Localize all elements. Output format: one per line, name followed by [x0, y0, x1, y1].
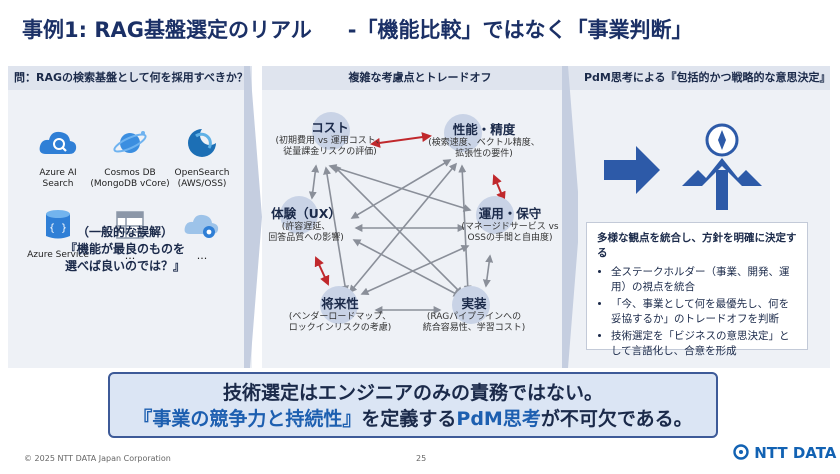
summary-item: 「今、事業として何を最優先し、何を妥協するか」のトレードオフを判断 [611, 297, 797, 327]
conclusion-banner: 技術選定はエンジニアのみの責務ではない。 『事業の競争力と持続性』を定義するPd… [108, 372, 718, 438]
node-ops: 運用・保守 (マネージドサービス vs OSSの手間と自由度) [446, 206, 574, 244]
ntt-logo-icon [733, 444, 749, 460]
misconception-title: （一般的な誤解） [76, 225, 173, 239]
node-subtitle: (初期費用 vs 運用コスト、 従量課金リスクの評価) [275, 136, 385, 157]
cloud-gear-icon [184, 214, 219, 238]
service-more-2: ... [162, 208, 242, 261]
node-impl-circle [452, 286, 490, 324]
service-label: Cosmos DB (MongoDB vCore) [90, 168, 170, 189]
person-crossroads-icon [682, 158, 762, 186]
node-subtitle: (ベンダーロードマップ、 ロックインリスクの考慮) [288, 312, 392, 333]
link-cost-perf [370, 132, 432, 148]
node-future: 将来性 (ベンダーロードマップ、 ロックインリスクの考慮) [276, 296, 404, 334]
page-number: 25 [416, 454, 427, 463]
node-future-circle [320, 286, 358, 324]
decision-direction-icon [604, 123, 762, 210]
node-title: 実装 [461, 296, 487, 311]
node-cost-circle [312, 112, 350, 150]
summary-item: 全ステークホルダー（事業、開発、運用）の視点を統合 [611, 265, 797, 295]
banner-line2: 『事業の競争力と持続性』を定義するPdM思考が不可欠である。 [110, 406, 716, 432]
middle-panel-header: 複雑な考慮点とトレードオフ [262, 66, 578, 90]
service-label: Azure Service [27, 250, 89, 260]
banner-highlight-1: 『事業の競争力と持続性』 [133, 408, 362, 430]
pdm-summary-box: 多様な観点を統合し、方針を明確に決定する 全ステークホルダー（事業、開発、運用）… [586, 222, 808, 357]
copyright: © 2025 NTT DATA Japan Corporation [24, 454, 171, 463]
service-opensearch: OpenSearch (AWS/OSS) [162, 126, 242, 190]
table-grid-icon [116, 211, 144, 239]
opensearch-icon [188, 129, 216, 157]
node-subtitle: (RAGパイプラインへの 統合容易性、学習コスト) [422, 312, 526, 333]
chevron-arrow-2 [562, 66, 580, 368]
logo-text: NTT DATA [754, 444, 837, 462]
node-subtitle: (検索速度、ベクトル精度、 拡張性の要件) [428, 138, 540, 159]
company-logo: NTT DATA [733, 444, 836, 462]
banner-mid: を定義する [361, 408, 457, 430]
node-perf-circle [444, 114, 482, 152]
slide-title: 事例1: RAG基盤選定のリアル -「機能比較」ではなく「事業判断」 [22, 14, 693, 44]
service-label: ... [196, 249, 208, 262]
chevron-arrow-1 [244, 66, 262, 368]
right-panel-header: PdM思考による『包括的かつ戦略的な意思決定』 [578, 66, 831, 90]
node-title: 運用・保守 [478, 206, 542, 221]
service-label: Azure AI Search [39, 168, 77, 189]
forward-arrow-icon [604, 146, 660, 194]
node-perf: 性能・精度 (検索速度、ベクトル精度、 拡張性の要件) [420, 122, 548, 160]
node-ux-circle [280, 196, 318, 234]
node-ux: 体験（UX） (許容遅延、 回答品質への影響) [242, 206, 370, 244]
banner-end: が不可欠である。 [540, 408, 693, 430]
misconception-line2: 選べば良いのでは？』 [64, 259, 185, 273]
common-misconception: （一般的な誤解） 『機能が最良のものを 選べば良いのでは？』 [10, 224, 240, 275]
service-cosmos-db: Cosmos DB (MongoDB vCore) [90, 126, 170, 190]
node-title: 将来性 [321, 296, 359, 311]
link-cost-ux [308, 164, 320, 200]
summary-item: 技術選定を「ビジネスの意思決定」として言語化し、合意を形成 [611, 329, 797, 359]
link-ops-impl [482, 254, 494, 288]
search-cloud-icon [39, 131, 77, 154]
service-label: OpenSearch (AWS/OSS) [174, 168, 230, 189]
node-title: コスト [311, 120, 349, 135]
service-more-1: ... [90, 208, 170, 261]
svg-text:{ }: { } [49, 223, 67, 234]
node-subtitle: (マネージドサービス vs OSSの手間と自由度) [461, 222, 559, 243]
planet-icon [113, 131, 147, 153]
node-title: 性能・精度 [452, 122, 516, 137]
node-impl: 実装 (RAGパイプラインへの 統合容易性、学習コスト) [410, 296, 538, 334]
code-braces-icon: { } [46, 210, 70, 239]
left-panel-header: 問：RAGの検索基盤として何を採用すべきか？ [8, 66, 252, 90]
title-main: 事例1: RAG基盤選定のリアル [22, 18, 312, 42]
node-subtitle: (許容遅延、 回答品質への影響) [268, 222, 344, 243]
service-label: ... [124, 249, 136, 262]
banner-highlight-2: PdM思考 [456, 408, 541, 430]
link-ops-future [360, 244, 470, 296]
summary-title: 多様な観点を統合し、方針を明確に決定する [597, 232, 797, 259]
link-ux-future [314, 256, 330, 286]
banner-line1: 技術選定はエンジニアのみの責務ではない。 [222, 382, 603, 404]
node-title: 体験（UX） [271, 206, 341, 221]
service-azure-service: { } Azure Service [18, 208, 98, 261]
summary-list: 全ステークホルダー（事業、開発、運用）の視点を統合 「今、事業として何を最優先し… [597, 265, 797, 359]
misconception-line1: 『機能が最良のものを [64, 242, 185, 256]
node-ops-circle [476, 196, 514, 234]
node-cost: コスト (初期費用 vs 運用コスト、 従量課金リスクの評価) [266, 120, 394, 158]
link-perf-ops [492, 174, 506, 202]
title-sub: -「機能比較」ではなく「事業判断」 [347, 18, 693, 42]
service-azure-ai-search: Azure AI Search [18, 126, 98, 190]
